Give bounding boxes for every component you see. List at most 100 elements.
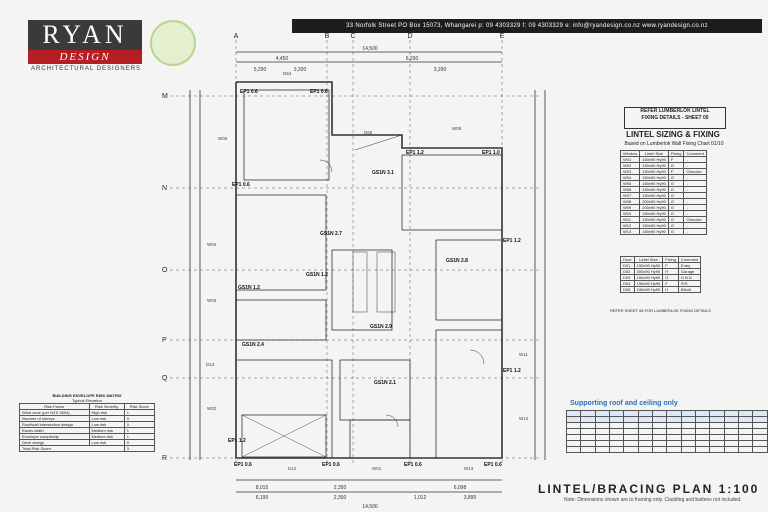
table-cell: 150x90 Hy90 xyxy=(639,168,669,175)
table-cell xyxy=(623,446,639,453)
dim-top-1: 4,450 xyxy=(276,56,289,62)
bracing-label: EP1 1.0 xyxy=(482,150,500,156)
column-header: Window xyxy=(619,150,641,157)
bracing-label: EP1 0.6 xyxy=(240,89,258,95)
lintel-label: D65 xyxy=(364,130,373,135)
dim-bottom-4: 6,190 xyxy=(256,495,269,501)
table-cell: 200x90 Hy90 xyxy=(639,204,669,211)
risk-total-value: 3 xyxy=(123,445,156,452)
bracing-label: EP1 0.6 xyxy=(322,462,340,468)
ref-line-1: REFER LUMBERLOK LINTEL xyxy=(640,108,710,114)
table-cell: 150x90 Hy90 xyxy=(639,210,669,217)
table-cell xyxy=(738,446,754,453)
grid-row-o: O xyxy=(162,267,168,274)
lintel-label: W01 xyxy=(372,466,382,471)
table-cell xyxy=(695,446,711,453)
grid-col-d: D xyxy=(407,33,412,40)
table-cell: - xyxy=(683,228,707,235)
dim-bottom-5: 2,350 xyxy=(334,495,347,501)
grid-col-b: B xyxy=(325,33,330,40)
table-cell: Bifold xyxy=(677,286,702,293)
bracing-label: EP1 0.6 xyxy=(484,462,502,468)
ref-line-2: FIXING DETAILS - SHEET 05 xyxy=(641,115,709,121)
table-cell: 150x90 Hy90 xyxy=(633,262,664,269)
table-row xyxy=(565,428,768,435)
risk-matrix: BUILDING ENVELOPE RISK MATRIX Typical El… xyxy=(19,393,156,452)
brand-logo: RYAN xyxy=(28,20,142,50)
bracing-label: GS1N 2.7 xyxy=(320,231,342,237)
bracing-label: GS1N 2.1 xyxy=(374,380,396,386)
dim-bottom-3: 6,098 xyxy=(454,485,467,491)
grid-row-n: N xyxy=(162,185,167,192)
table-cell xyxy=(666,446,682,453)
table-cell: G xyxy=(667,228,685,235)
risk-total-label: Total Risk Score: xyxy=(19,445,125,452)
bracing-label: GS1N 1.2 xyxy=(238,285,260,291)
table-cell: 150x90 Hy90 xyxy=(639,156,669,163)
table-cell xyxy=(580,446,596,453)
lintel-label: W05 xyxy=(218,136,228,141)
lumberlok-footnote: REFER SHEET 08 FOR LUMBERLOK FIXING DETA… xyxy=(610,308,711,313)
table-cell: W13 xyxy=(619,228,641,235)
lintel-label: W13 xyxy=(464,466,474,471)
table-cell xyxy=(609,446,625,453)
lintel-label: D12 xyxy=(288,466,297,471)
brand-sub: DESIGN xyxy=(28,50,142,64)
lintel-label: W03 xyxy=(207,298,217,303)
table-cell: 150x90 Hy90 xyxy=(639,162,669,169)
grid-row-r: R xyxy=(162,455,167,462)
risk-matrix-subtitle: Typical Elevation xyxy=(71,398,102,403)
column-header: Comment xyxy=(677,256,702,263)
table-cell: 150x90 Hy90 xyxy=(639,222,669,229)
supporting-span-table xyxy=(565,410,768,453)
lintel-label: W11 xyxy=(519,352,528,357)
dim-bottom-7: 3,890 xyxy=(464,495,477,501)
table-cell: 150x90 Hy90 xyxy=(633,274,664,281)
lintel-label: W12 xyxy=(519,416,529,421)
table-cell: 240x90 Hy90 xyxy=(633,286,664,293)
column-header: Comment xyxy=(683,150,707,157)
table-cell xyxy=(637,446,654,453)
brand-tagline: ARCHITECTURAL DESIGNERS xyxy=(30,66,142,72)
table-cell: 150x90 Hy90 xyxy=(639,186,669,193)
dim-bottom-6: 1,012 xyxy=(414,495,427,501)
bracing-label: GS1N 1.2 xyxy=(306,272,328,278)
dim-top-5: 3,290 xyxy=(434,67,447,73)
dim-bottom-1: 8,015 xyxy=(256,485,269,491)
contact-header: 33 Norfolk Street PO Box 15073, Whangare… xyxy=(292,19,762,33)
bracing-label: GS1N 2.8 xyxy=(446,258,468,264)
table-cell xyxy=(723,446,740,453)
bracing-label: EP1 0.6 xyxy=(310,89,328,95)
overall-width-bottom: 14,500 xyxy=(362,504,378,510)
bracing-label: GS1N 2.4 xyxy=(242,342,264,348)
sheet-note: Note: Dimensions shown are to framing on… xyxy=(564,497,742,503)
certification-badge-icon xyxy=(150,20,196,66)
dim-top-4: 3,200 xyxy=(294,67,307,73)
lintel-label: W08 xyxy=(452,126,462,131)
lintel-sizing-title: LINTEL SIZING & FIXING xyxy=(626,130,720,139)
bracing-label: GS1N 2.9 xyxy=(370,324,392,330)
table-cell: 150x90 Hy90 xyxy=(639,174,669,181)
risk-matrix-title: BUILDING ENVELOPE RISK MATRIX xyxy=(52,393,122,398)
grid-col-c: C xyxy=(350,33,355,40)
bracing-label: EP1 0.6 xyxy=(404,462,422,468)
table-cell: 150x90 Hy90 xyxy=(639,216,669,223)
table-cell: 150x90 Hy90 xyxy=(639,192,669,199)
bracing-label: EP1 1.2 xyxy=(228,438,246,444)
table-cell: H xyxy=(662,286,679,293)
table-cell: 150x90 Hy90 xyxy=(639,228,669,235)
table-row xyxy=(565,446,768,453)
bracing-label: GS1N 3.1 xyxy=(372,170,394,176)
table-row xyxy=(565,422,768,429)
lintel-label: W04 xyxy=(207,242,217,247)
table-cell: 300x90 Hy90 xyxy=(633,268,664,275)
bracing-label: EP1 0.6 xyxy=(234,462,252,468)
bracing-label: EP1 1.2 xyxy=(503,368,521,374)
lumberlok-reference-box: REFER LUMBERLOK LINTEL FIXING DETAILS - … xyxy=(624,107,726,129)
table-cell xyxy=(680,446,697,453)
